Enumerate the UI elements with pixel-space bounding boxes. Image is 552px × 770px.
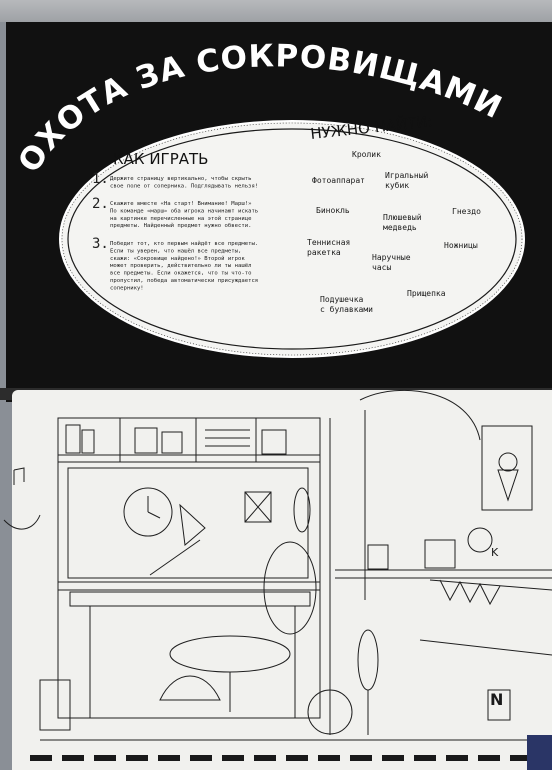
tennis-racket-icon — [357, 629, 379, 691]
how-to-play-steps: 1.Держите страницу вертикально, чтобы ск… — [92, 171, 258, 291]
find-item-nest: Гнездо — [452, 207, 481, 216]
step-number: 1. — [92, 171, 109, 187]
step-text-line: скажи: «Сокровище найдено!» Второй игрок — [110, 256, 245, 262]
step-text-line: сопернику! — [110, 285, 144, 291]
chair-seat-icon — [169, 635, 291, 673]
find-item-racket: Теннисная — [307, 238, 350, 247]
how-to-play-heading: КАК ИГРАТЬ — [113, 150, 208, 168]
step-text-line: пропустил, победа автоматически присужда… — [110, 277, 258, 284]
room-illustration — [3, 389, 552, 741]
step-text-line: предметы. Найденный предмет нужно обвест… — [110, 222, 251, 229]
background-surface — [0, 0, 552, 22]
rules-oval — [59, 120, 525, 358]
ice-cream-poster-icon — [481, 425, 533, 511]
ball-icon — [307, 689, 353, 735]
desk-lamp-icon — [179, 503, 206, 546]
step-number: 2. — [92, 196, 109, 212]
find-item-pincushion: Подушечка — [320, 295, 364, 304]
find-item-dice: кубик — [385, 180, 409, 190]
letter-k-decoration: K — [491, 546, 499, 559]
letter-n-decoration: N — [490, 690, 503, 709]
find-item-scissors: Ножницы — [444, 241, 478, 250]
step-text-line: свое поле от соперника. Подглядывать нел… — [110, 183, 258, 189]
shelf-unit — [57, 417, 321, 719]
find-item-teddy: Плюшевый — [383, 213, 422, 222]
step-number: 3. — [92, 236, 109, 252]
find-item-camera: Фотоаппарат — [312, 176, 365, 185]
find-item-clothespin: Прищепка — [407, 289, 446, 298]
rules-oval-border — [67, 128, 517, 350]
page-edge — [527, 735, 552, 770]
wall-clock-icon — [123, 487, 173, 537]
step-text-line: на картинке перечисленные на этой страни… — [110, 216, 252, 222]
find-item-teddy: медведь — [383, 223, 417, 232]
step-text-line: По команде «марш» оба игрока начинают ис… — [110, 207, 258, 214]
step-text-line: Держите страницу вертикально, чтобы скры… — [110, 175, 251, 182]
step-text-line: может проверить, действительно ли ты наш… — [110, 263, 251, 269]
rules-oval-hatch — [61, 122, 523, 356]
step-text-line: все предметы. Если окажется, что ты что-… — [110, 271, 251, 277]
step-text-line: Победит тот, кто первым найдёт все предм… — [110, 240, 258, 247]
find-item-pincushion: с булавками — [320, 304, 373, 314]
find-item-racket: ракетка — [307, 248, 341, 257]
step-text-line: Если ты уверен, что нашёл все предметы, — [110, 248, 241, 254]
frame-icon — [244, 491, 272, 523]
find-item-watch: часы — [372, 263, 391, 272]
find-item-dice: Игральный — [385, 171, 429, 180]
illustration-page — [12, 390, 552, 770]
find-item-watch: Наручные — [372, 253, 411, 262]
step-text-line: Скажите вместе «На старт! Внимание! Марш… — [110, 201, 252, 207]
find-item-rabbit: Кролик — [352, 150, 381, 159]
find-item-binoculars: Бинокль — [316, 206, 350, 215]
chair-back-icon — [263, 541, 317, 635]
